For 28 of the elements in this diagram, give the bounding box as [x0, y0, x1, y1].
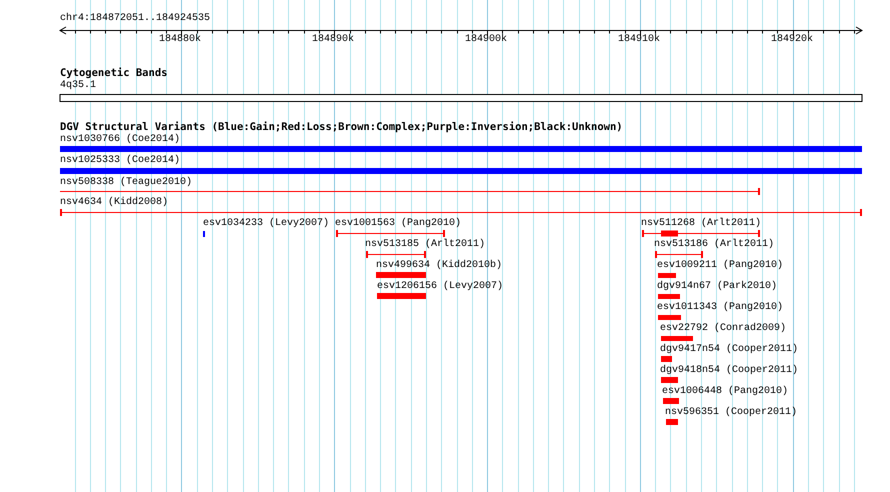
track-title: Cytogenetic Bands — [60, 67, 168, 79]
tick-label: 184910k — [618, 34, 660, 46]
tick-label: 184890k — [312, 34, 354, 46]
tick-label: 184880k — [159, 34, 202, 46]
variant-label: esv1009211 (Pang2010) — [657, 260, 784, 272]
variant-label: esv1006448 (Pang2010) — [662, 386, 788, 398]
variant-label: nsv513185 (Arlt2011) — [365, 239, 486, 251]
band-label: 4q35.1 — [60, 80, 96, 92]
variant-label: nsv1025333 (Coe2014) — [60, 155, 180, 167]
variant-label: nsv499634 (Kidd2010b) — [376, 260, 502, 272]
tick-label: 184900k — [465, 34, 508, 46]
variant-label: nsv4634 (Kidd2008) — [60, 197, 168, 209]
variant-label: esv1011343 (Pang2010) — [657, 302, 784, 314]
variant-label: nsv513186 (Arlt2011) — [654, 239, 774, 251]
variant-label: dgv9418n54 (Cooper2011) — [660, 365, 798, 377]
variant-label: nsv511268 (Arlt2011) — [641, 218, 762, 230]
variant-label: esv1206156 (Levy2007) — [377, 281, 504, 293]
variant-label: dgv914n67 (Park2010) — [657, 281, 778, 293]
variant-label: dgv9417n54 (Cooper2011) — [660, 344, 798, 356]
variant-label: nsv508338 (Teague2010) — [60, 177, 192, 189]
tick-label: 184920k — [771, 34, 814, 46]
region-label: chr4:184872051..184924535 — [60, 13, 210, 25]
variant-label: esv22792 (Conrad2009) — [660, 323, 786, 335]
variant-label: esv1001563 (Pang2010) — [335, 218, 462, 230]
variant-label: nsv1030766 (Coe2014) — [60, 134, 180, 146]
variant-label: nsv596351 (Cooper2011) — [665, 407, 798, 419]
variant-label: esv1034233 (Levy2007) — [203, 218, 330, 230]
track-title: DGV Structural Variants (Blue:Gain;Red:Loss;Brown:Complex;Purple:Inversion;Black:Unknown) — [60, 121, 623, 133]
